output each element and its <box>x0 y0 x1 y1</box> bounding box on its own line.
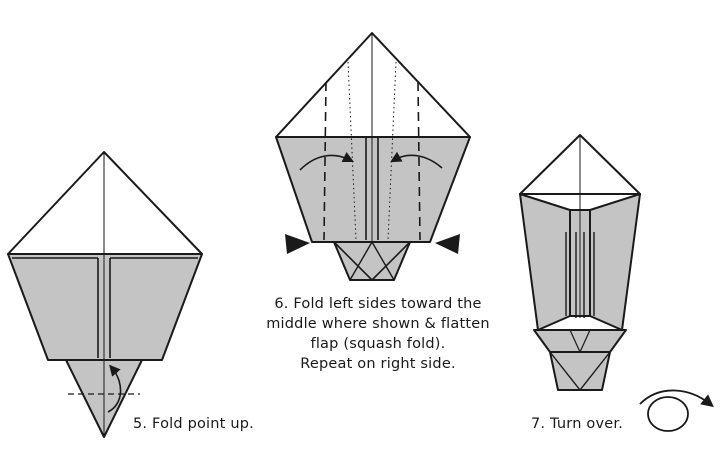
step-7-bottom-flap <box>549 351 611 391</box>
step-7-lower-skirt <box>533 329 627 353</box>
step-6-left-valley-fold <box>323 81 327 241</box>
step-5-gray-body <box>7 253 203 361</box>
step-5-caption: 5. Fold point up. <box>133 416 254 432</box>
step-6-figure <box>275 32 471 281</box>
turn-over-icon <box>639 389 714 432</box>
step-6-gray-body <box>275 136 471 243</box>
fold-arrow-icon <box>390 151 443 169</box>
step-6-top-triangle <box>275 32 471 138</box>
step-7-figure <box>519 134 641 391</box>
step-6-caption: 6. Fold left sides toward the middle whe… <box>248 294 508 374</box>
step-5-top-triangle <box>7 151 203 255</box>
step-6-right-valley-fold <box>417 81 421 241</box>
step-6-caption-line: Repeat on right side. <box>300 356 456 372</box>
step-6-caption-line: flap (squash fold). <box>310 336 446 352</box>
step-6-caption-line: 6. Fold left sides toward the <box>274 296 482 312</box>
step-6-caption-line: middle where shown & flatten <box>266 316 490 332</box>
step-5-figure <box>7 151 203 438</box>
step-7-caption: 7. Turn over. <box>531 416 624 432</box>
fold-arrow-icon <box>299 151 355 171</box>
push-triangle-icon <box>435 234 460 254</box>
step-6-bottom-flap <box>333 241 411 281</box>
push-triangle-icon <box>285 234 310 254</box>
fold-arrow-icon <box>107 364 122 413</box>
